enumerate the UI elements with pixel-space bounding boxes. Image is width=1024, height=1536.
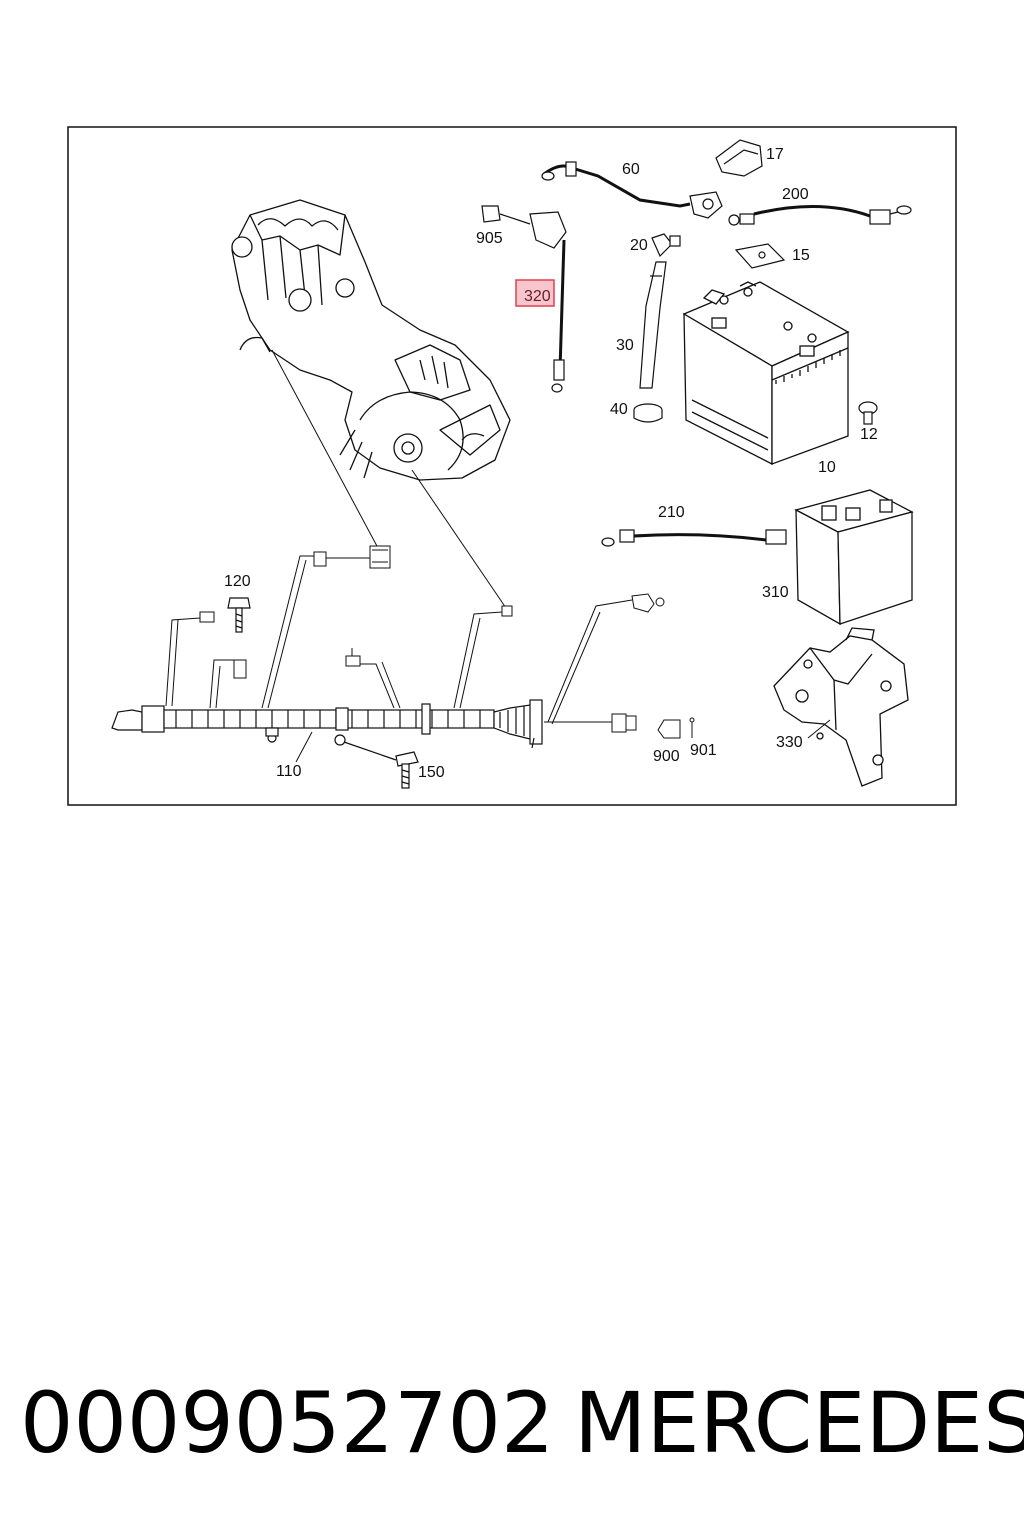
battery-10-illustration	[682, 281, 850, 466]
cable-210-illustration	[601, 529, 787, 547]
screw-12-illustration	[858, 401, 878, 425]
bracket-330-illustration	[773, 627, 909, 787]
cable-320-illustration	[481, 205, 567, 393]
engine-gearbox-illustration	[231, 199, 511, 481]
battery-310-illustration	[794, 489, 914, 626]
leader-330	[807, 719, 831, 739]
vent-hose-illustration	[633, 233, 681, 423]
callout-60[interactable]: 60	[622, 161, 640, 178]
callout-310[interactable]: 310	[762, 584, 789, 601]
part-number-caption: 0009052702	[20, 1374, 555, 1472]
callout-900[interactable]: 900	[653, 748, 680, 765]
callout-150[interactable]: 150	[418, 764, 445, 781]
callout-40[interactable]: 40	[610, 401, 628, 418]
callout-20[interactable]: 20	[630, 237, 648, 254]
cable-60-illustration	[541, 161, 723, 219]
engine-leader-lines	[271, 349, 507, 609]
callout-110[interactable]: 110	[276, 763, 302, 780]
callout-17[interactable]: 17	[766, 146, 784, 163]
callout-210[interactable]: 210	[658, 504, 685, 521]
brand-caption: MERCEDES	[574, 1374, 1024, 1472]
bolt-150-illustration	[343, 741, 419, 789]
callout-30[interactable]: 30	[616, 337, 634, 354]
callout-12[interactable]: 12	[860, 426, 878, 443]
callout-320[interactable]: 320	[524, 288, 551, 305]
callout-200[interactable]: 200	[782, 186, 809, 203]
callout-901[interactable]: 901	[690, 742, 717, 759]
engine-wiring-harness	[111, 699, 543, 749]
terminal-cover-17-illustration	[715, 139, 763, 177]
callout-15[interactable]: 15	[792, 247, 810, 264]
callout-labels: 17 60 200 905 20 15 320 30 40 12 10 210 …	[224, 146, 878, 781]
callout-120[interactable]: 120	[224, 573, 251, 590]
cable-200-illustration	[728, 204, 912, 226]
harness-branches	[165, 545, 695, 739]
callout-10[interactable]: 10	[818, 459, 836, 476]
vent-plug-15-illustration	[734, 243, 786, 269]
leader-110	[295, 731, 313, 763]
bolt-120-illustration	[227, 597, 251, 633]
callout-330[interactable]: 330	[776, 734, 803, 751]
callout-905[interactable]: 905	[476, 230, 503, 247]
callout-320-highlight	[515, 279, 555, 307]
